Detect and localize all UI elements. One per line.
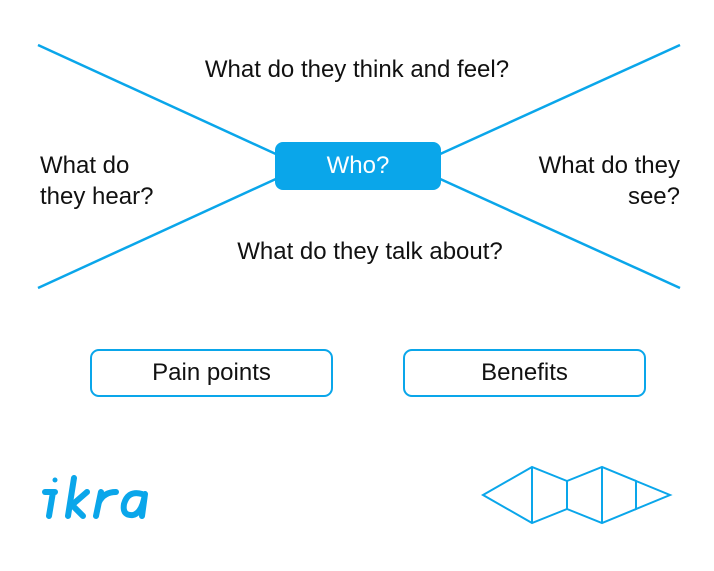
benefits-box: Benefits (403, 349, 646, 397)
diagonal-line-bottom-right (437, 176, 681, 290)
see-label: What do they see? (538, 152, 680, 210)
diagonal-line-top-left (37, 43, 279, 157)
diagonal-line-bottom-left (37, 176, 279, 290)
ikra-logo-icon (42, 475, 148, 519)
diagonal-line-top-right (437, 43, 681, 157)
who-center-box: Who? (275, 142, 441, 190)
hear-label: What do they hear? (40, 152, 154, 210)
talk-about-label: What do they talk about? (237, 238, 503, 265)
geometric-arrows-icon (480, 465, 673, 525)
pain-points-box: Pain points (90, 349, 333, 397)
think-and-feel-label: What do they think and feel? (204, 56, 510, 83)
